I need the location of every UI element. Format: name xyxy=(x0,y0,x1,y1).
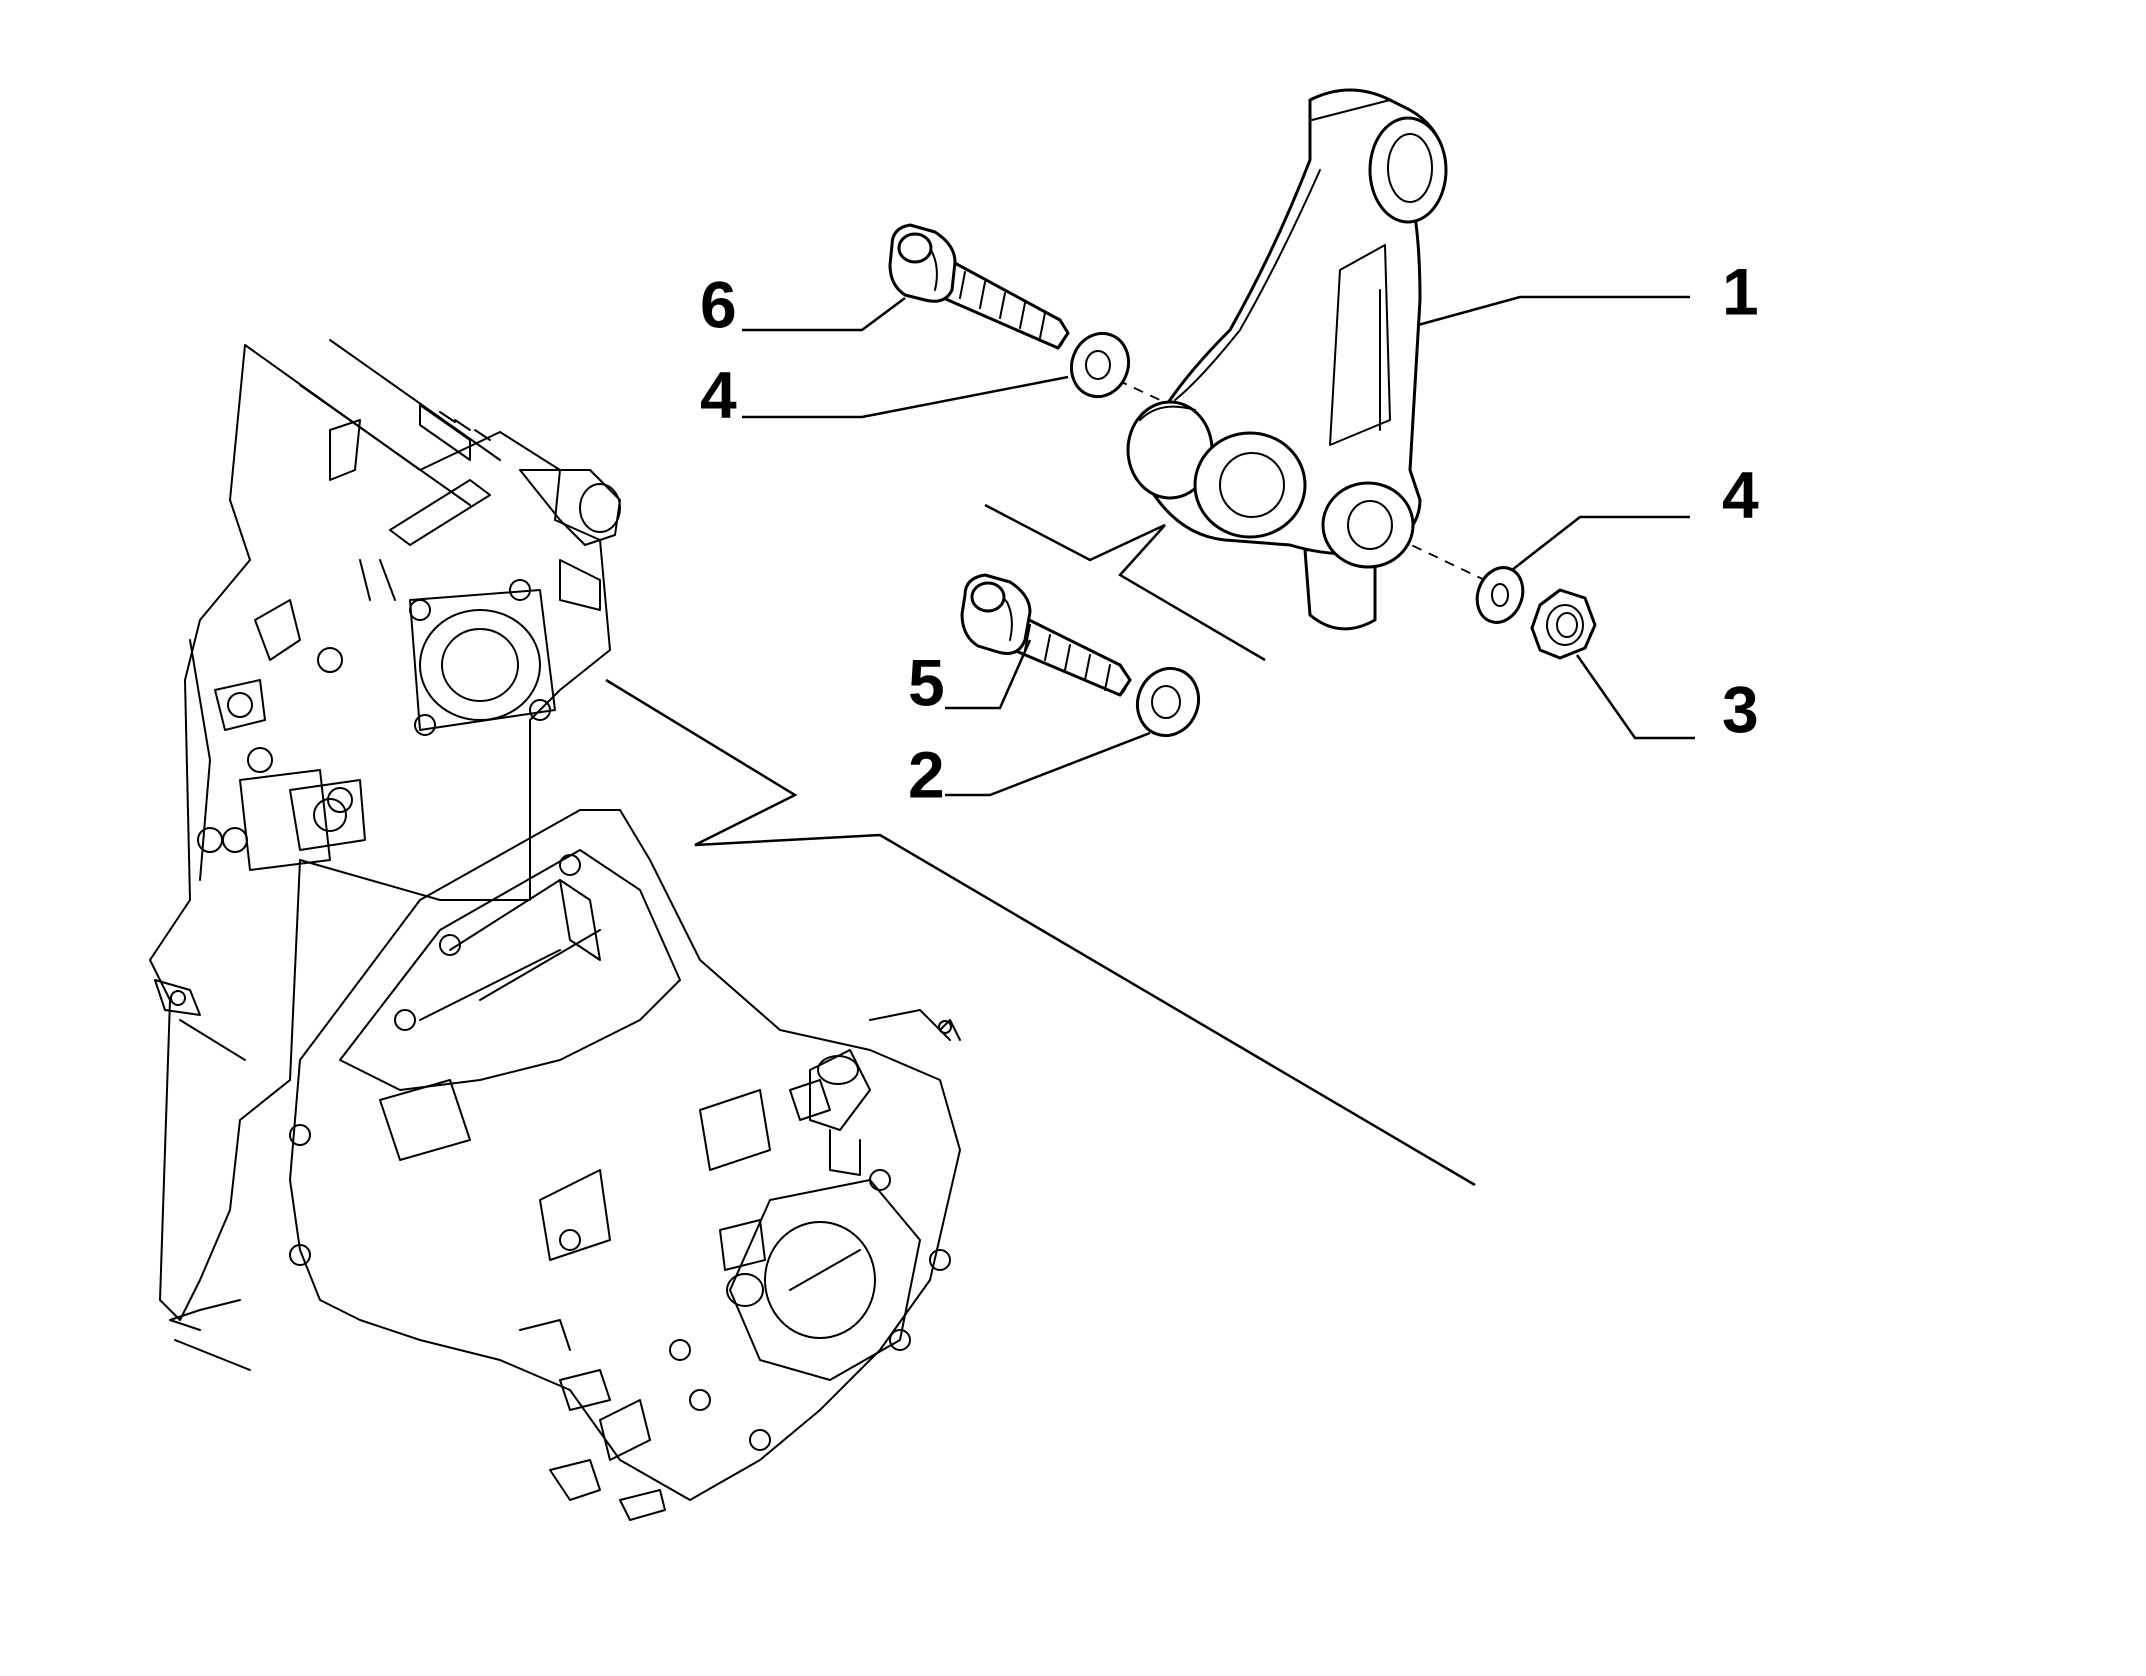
lower-washer xyxy=(945,666,1200,797)
callout-5: 5 xyxy=(908,645,945,719)
lower-bolt xyxy=(945,573,1132,710)
callout-4-upper: 4 xyxy=(700,357,737,431)
nut xyxy=(1530,588,1695,740)
callout-1: 1 xyxy=(1722,254,1759,328)
bracket-axis-upper xyxy=(984,503,1166,562)
upper-washer xyxy=(742,331,1130,419)
callout-4-right: 4 xyxy=(1722,457,1759,531)
callout-2: 2 xyxy=(908,737,945,811)
callout-labels: 1 6 4 4 3 5 2 xyxy=(700,254,1759,811)
bracket-axis-lower xyxy=(1118,524,1266,662)
callout-6: 6 xyxy=(700,267,737,341)
upper-bolt xyxy=(742,223,1070,350)
gearbox-illustration xyxy=(169,809,961,1521)
engine-block-illustration xyxy=(149,339,621,1321)
callout-3: 3 xyxy=(1722,672,1759,746)
right-washer xyxy=(1475,515,1690,624)
mounting-bracket xyxy=(1126,88,1690,631)
assembly-pointer-line xyxy=(605,678,1476,1187)
